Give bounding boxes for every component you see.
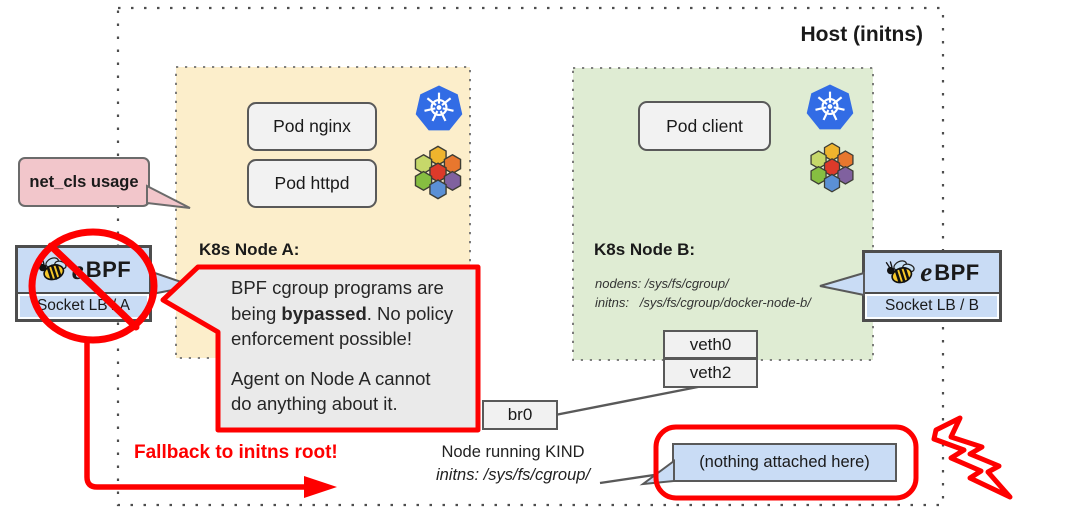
socket-lb-b-label: Socket LB / B [865,292,999,319]
pod-client-box: Pod client [638,101,771,151]
kubernetes-icon [415,85,463,131]
callout-line: being bypassed. No policy [231,302,454,324]
net-cls-usage-bubble: net_cls usage [18,157,150,207]
node-a-title: K8s Node A: [199,240,300,259]
node-b-initns-path: initns: /sys/fs/cgroup/docker-node-b/ [595,295,811,310]
callout-line: Agent on Node A cannot [231,367,431,389]
ebpf-logo-e: e [920,257,933,287]
bee-icon [37,257,67,281]
ebpf-logo-bpf: BPF [934,259,980,285]
nothing-attached-box: (nothing attached here) [672,443,897,482]
socket-lb-b-tail [819,271,865,297]
lightning-bolt-icon [931,415,1013,500]
callout-line: BPF cgroup programs are [231,277,444,298]
br0-veth2-connector [549,382,714,418]
kind-note-line2: initns: /sys/fs/cgroup/ [435,466,591,484]
bee-icon [885,259,915,283]
ebpf-logo-e: e [71,254,84,285]
kind-note: Node running KIND initns: /sys/fs/cgroup… [413,441,613,487]
veth2-box: veth2 [663,358,758,388]
callout-emphasis: bypassed [281,302,367,324]
socket-lb-a-label: Socket LB / A [18,292,149,319]
hexagon-cluster-icon [810,142,854,193]
pod-nginx-box: Pod nginx [247,102,377,151]
net-cls-bubble-tail [146,184,191,209]
host-title: Host (initns) [800,23,923,46]
callout-line: do anything about it. [231,393,398,414]
node-b-title: K8s Node B: [594,240,696,259]
br0-box: br0 [482,400,558,430]
node-a-truncated-path: no [168,280,183,295]
ebpf-logo-bpf: BPF [85,257,132,282]
node-b-nodens-path: nodens: /sys/fs/cgroup/ [595,276,729,291]
kubernetes-icon [806,84,854,130]
veth0-box: veth0 [663,330,758,359]
hexagon-cluster-icon [414,145,462,200]
fallback-note: Fallback to initns root! [134,442,338,463]
node-b-cgroup-paths: nodens: /sys/fs/cgroup/ initns: /sys/fs/… [595,274,811,312]
kind-note-line1: Node running KIND [441,443,585,461]
nothing-attached-tail [639,459,675,486]
callout-line: enforcement possible! [231,328,412,349]
warning-callout-text: BPF cgroup programs are being bypassed. … [231,275,481,417]
pod-httpd-box: Pod httpd [247,159,377,208]
